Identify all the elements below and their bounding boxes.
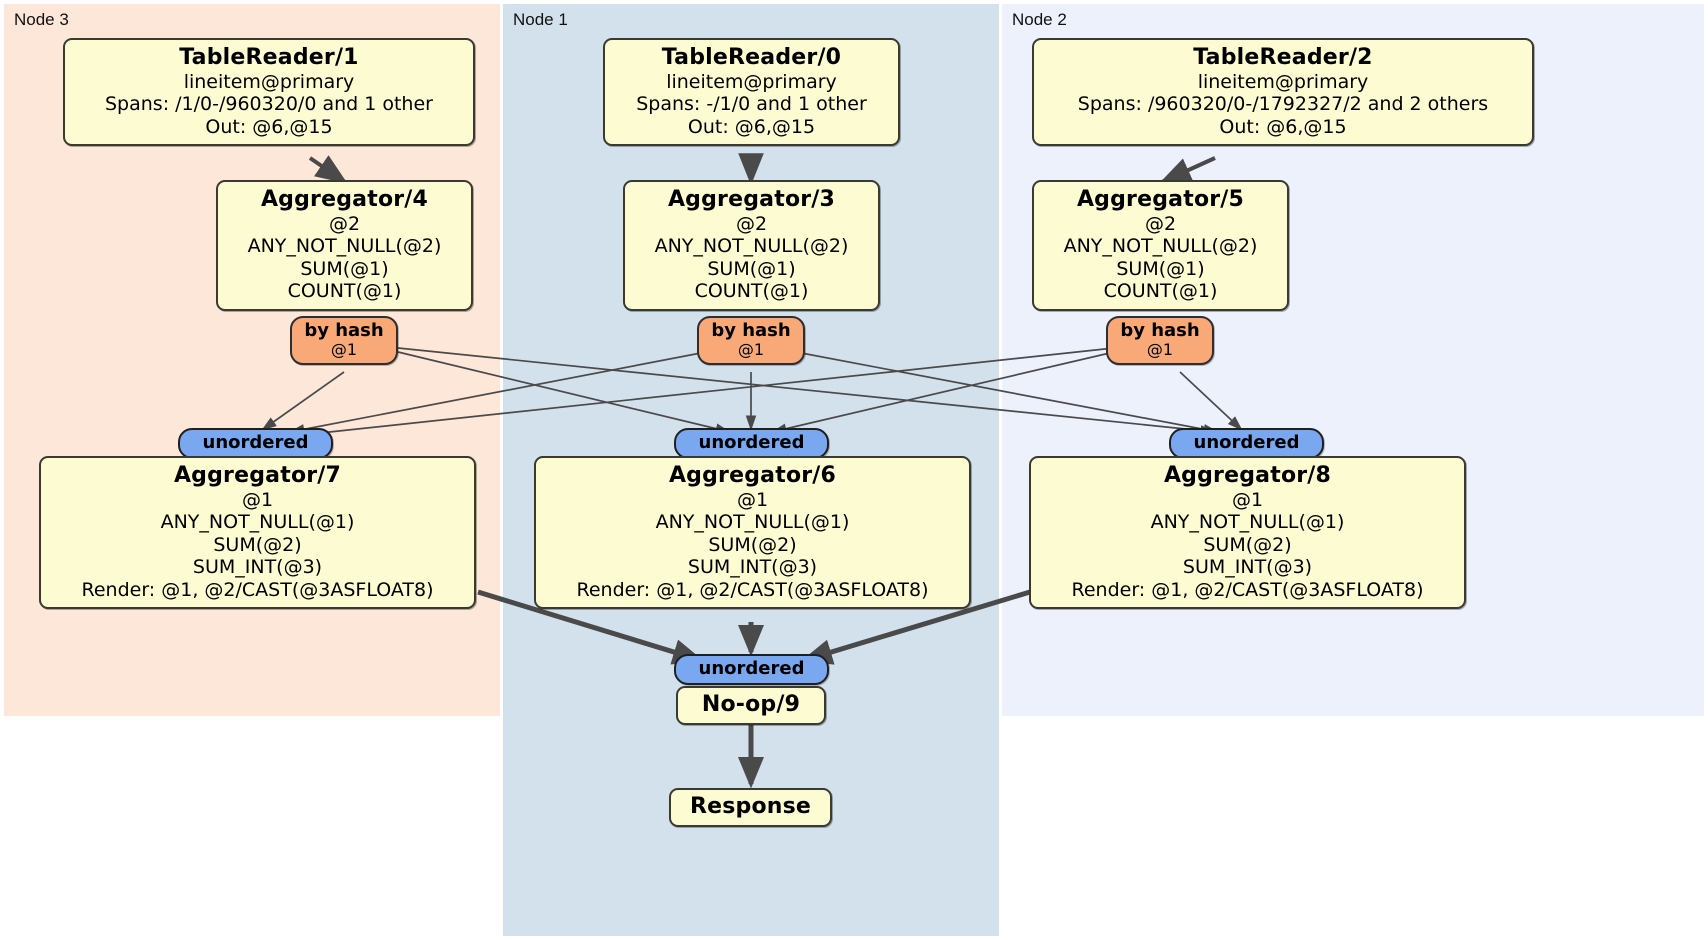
receiver-unordered-left[interactable]: unordered [178, 428, 333, 459]
node-panel-label-node1: Node 1 [513, 10, 568, 29]
processor-line: @2 [1144, 212, 1177, 235]
processor-line: Spans: /1/0-/960320/0 and 1 other [105, 93, 433, 116]
processor-line: lineitem@primary [666, 70, 837, 93]
router-title: by hash [711, 320, 791, 341]
processor-line: SUM(@1) [707, 257, 796, 280]
processor-line: ANY_NOT_NULL(@2) [1063, 235, 1258, 258]
processor-line: ANY_NOT_NULL(@1) [160, 511, 355, 534]
processor-line: Render: @1, @2/CAST(@3ASFLOAT8) [81, 578, 434, 601]
processor-line: Render: @1, @2/CAST(@3ASFLOAT8) [576, 578, 929, 601]
processor-table-reader-0[interactable]: TableReader/0 lineitem@primary Spans: -/… [603, 38, 900, 147]
processor-line: @1 [1231, 488, 1264, 511]
router-by-hash-right[interactable]: by hash @1 [1106, 316, 1214, 366]
processor-line: ANY_NOT_NULL(@1) [1150, 511, 1345, 534]
processor-line: Out: @6,@15 [687, 115, 816, 138]
router-title: by hash [1120, 320, 1200, 341]
processor-line: @1 [241, 488, 274, 511]
processor-line: lineitem@primary [183, 70, 355, 93]
processor-line: Spans: -/1/0 and 1 other [636, 93, 867, 116]
processor-line: ANY_NOT_NULL(@2) [654, 235, 849, 258]
receiver-title: unordered [698, 658, 805, 679]
processor-line: Spans: /960320/0-/1792327/2 and 2 others [1077, 93, 1489, 116]
processor-noop-9[interactable]: No-op/9 [676, 686, 826, 725]
processor-aggregator-4[interactable]: Aggregator/4 @2 ANY_NOT_NULL(@2) SUM(@1)… [216, 180, 473, 311]
processor-line: SUM(@2) [213, 533, 302, 556]
processor-line: @2 [328, 212, 361, 235]
processor-title: Aggregator/3 [667, 187, 836, 212]
processor-line: COUNT(@1) [694, 280, 809, 303]
processor-table-reader-1[interactable]: TableReader/1 lineitem@primary Spans: /1… [63, 38, 475, 147]
processor-line: SUM(@2) [708, 533, 797, 556]
processor-line: SUM_INT(@3) [1182, 556, 1313, 579]
node-panel-label-node3: Node 3 [14, 10, 69, 29]
processor-table-reader-2[interactable]: TableReader/2 lineitem@primary Spans: /9… [1032, 38, 1534, 147]
processor-line: Out: @6,@15 [205, 115, 333, 138]
processor-line: Render: @1, @2/CAST(@3ASFLOAT8) [1071, 578, 1424, 601]
processor-line: SUM(@1) [300, 257, 389, 280]
router-subtitle: @1 [330, 340, 358, 360]
router-title: by hash [304, 320, 384, 341]
receiver-unordered-final[interactable]: unordered [674, 654, 829, 685]
processor-aggregator-5[interactable]: Aggregator/5 @2 ANY_NOT_NULL(@2) SUM(@1)… [1032, 180, 1289, 311]
receiver-unordered-right[interactable]: unordered [1169, 428, 1324, 459]
processor-line: Out: @6,@15 [1219, 115, 1347, 138]
processor-title: TableReader/1 [179, 45, 359, 70]
processor-title: Aggregator/8 [1163, 463, 1332, 488]
processor-aggregator-3[interactable]: Aggregator/3 @2 ANY_NOT_NULL(@2) SUM(@1)… [623, 180, 880, 311]
receiver-unordered-center[interactable]: unordered [674, 428, 829, 459]
processor-title: Response [689, 794, 812, 819]
receiver-title: unordered [1193, 432, 1300, 453]
processor-line: lineitem@primary [1197, 70, 1369, 93]
processor-line: SUM_INT(@3) [687, 556, 818, 579]
processor-line: ANY_NOT_NULL(@1) [655, 511, 850, 534]
processor-line: SUM_INT(@3) [192, 556, 323, 579]
processor-line: @1 [736, 488, 769, 511]
node-panel-label-node2: Node 2 [1012, 10, 1067, 29]
processor-line: COUNT(@1) [287, 280, 402, 303]
processor-line: COUNT(@1) [1103, 280, 1218, 303]
processor-line: SUM(@1) [1116, 257, 1205, 280]
processor-title: No-op/9 [701, 692, 801, 717]
router-by-hash-left[interactable]: by hash @1 [290, 316, 398, 366]
processor-title: TableReader/0 [661, 45, 842, 70]
router-subtitle: @1 [737, 340, 765, 360]
processor-title: Aggregator/4 [260, 187, 429, 212]
processor-line: ANY_NOT_NULL(@2) [247, 235, 442, 258]
processor-title: Aggregator/7 [173, 463, 342, 488]
processor-aggregator-7[interactable]: Aggregator/7 @1 ANY_NOT_NULL(@1) SUM(@2)… [39, 456, 476, 609]
receiver-title: unordered [698, 432, 805, 453]
processor-line: SUM(@2) [1203, 533, 1292, 556]
processor-aggregator-6[interactable]: Aggregator/6 @1 ANY_NOT_NULL(@1) SUM(@2)… [534, 456, 971, 609]
receiver-title: unordered [202, 432, 309, 453]
processor-title: Aggregator/6 [668, 463, 837, 488]
processor-response[interactable]: Response [669, 788, 832, 827]
processor-title: TableReader/2 [1193, 45, 1373, 70]
processor-aggregator-8[interactable]: Aggregator/8 @1 ANY_NOT_NULL(@1) SUM(@2)… [1029, 456, 1466, 609]
processor-title: Aggregator/5 [1076, 187, 1245, 212]
router-subtitle: @1 [1146, 340, 1174, 360]
processor-line: @2 [735, 212, 768, 235]
router-by-hash-center[interactable]: by hash @1 [697, 316, 805, 366]
